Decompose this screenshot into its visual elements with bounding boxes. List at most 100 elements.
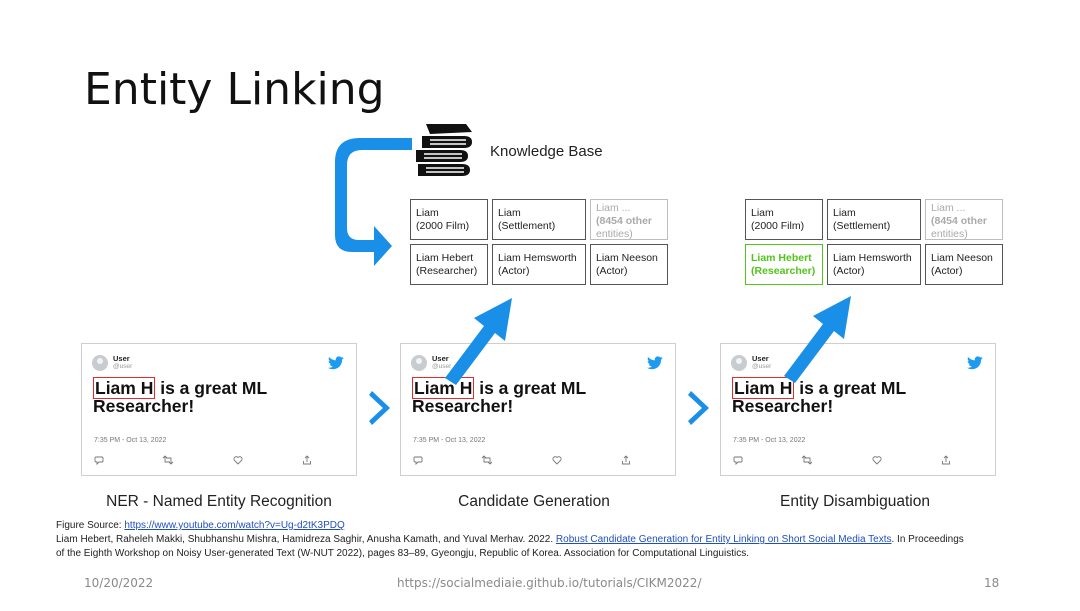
tweet-actions <box>94 455 344 467</box>
tweet-handle: @user <box>752 363 772 370</box>
candidate-cell-more: Liam ... (8454 other entities) <box>590 199 668 240</box>
candidate-name: Liam Hebert <box>751 252 812 264</box>
tweet-username: User <box>752 354 769 363</box>
slide-number: 18 <box>984 576 1000 590</box>
candidate-cell: Liam Hemsworth (Actor) <box>827 244 921 285</box>
chevron-right-icon <box>688 391 709 425</box>
step-label-candidate-generation: Candidate Generation <box>458 493 610 510</box>
citation-venue: . In Proceedings <box>891 534 964 545</box>
tweet-username: User <box>113 354 130 363</box>
chevron-right-icon <box>369 391 390 425</box>
candidate-name: Liam Hemsworth <box>498 252 577 264</box>
citation-authors: Liam Hebert, Raheleh Makki, Shubhanshu M… <box>56 534 556 545</box>
candidate-name: Liam <box>751 207 774 219</box>
candidate-type: entities) <box>931 228 968 240</box>
candidate-name: Liam Hemsworth <box>833 252 912 264</box>
slide-title: Entity Linking <box>84 64 385 115</box>
avatar <box>411 355 427 371</box>
candidate-name: Liam <box>498 207 521 219</box>
candidate-count: (8454 other <box>931 215 988 227</box>
tweet-time: 7:35 PM - Oct 13, 2022 <box>413 437 486 444</box>
candidate-cell: Liam Hebert (Researcher) <box>410 244 488 285</box>
like-icon <box>552 456 562 465</box>
figure-source: Figure Source: https://www.youtube.com/w… <box>56 519 345 533</box>
candidate-name: Liam ... <box>596 202 631 214</box>
tweet-username: User <box>432 354 449 363</box>
retweet-icon <box>162 455 174 465</box>
figure-source-label: Figure Source: <box>56 520 125 531</box>
avatar <box>731 355 747 371</box>
candidate-count: (8454 other <box>596 215 653 227</box>
tweet-handle: @user <box>113 363 133 370</box>
tweet-time: 7:35 PM - Oct 13, 2022 <box>94 437 167 444</box>
tweet-actions <box>733 455 983 467</box>
twitter-bird-icon <box>967 356 983 370</box>
retweet-icon <box>481 455 493 465</box>
candidate-type: (Actor) <box>833 265 865 277</box>
tweet-text-line2: Researcher! <box>93 396 195 416</box>
slide-url: https://socialmediaie.github.io/tutorial… <box>397 576 702 590</box>
candidate-type: entities) <box>596 228 633 240</box>
reply-icon <box>733 456 743 465</box>
candidate-type: (Researcher) <box>416 265 478 277</box>
selected-candidate-cell: Liam Hebert (Researcher) <box>745 244 823 285</box>
candidate-type: (2000 Film) <box>751 220 805 232</box>
candidate-cell: Liam Hemsworth (Actor) <box>492 244 586 285</box>
candidate-cell: Liam (2000 Film) <box>410 199 488 240</box>
step-label-entity-disambiguation: Entity Disambiguation <box>780 493 930 510</box>
candidate-type: (Actor) <box>596 265 628 277</box>
tweet-text-rest: is a great ML <box>474 378 587 398</box>
candidate-cell-more: Liam ... (8454 other entities) <box>925 199 1003 240</box>
avatar <box>92 355 108 371</box>
slide-date: 10/20/2022 <box>84 576 154 590</box>
tweet-text-line2: Researcher! <box>732 396 834 416</box>
candidate-name: Liam ... <box>931 202 966 214</box>
entity-mention: Liam H <box>732 377 795 399</box>
step-label-ner: NER - Named Entity Recognition <box>106 493 332 510</box>
reply-icon <box>413 456 423 465</box>
candidate-cell: Liam (Settlement) <box>827 199 921 240</box>
tweet-time: 7:35 PM - Oct 13, 2022 <box>733 437 806 444</box>
candidate-cell: Liam (Settlement) <box>492 199 586 240</box>
retweet-icon <box>801 455 813 465</box>
citation-venue-line2: of the Eighth Workshop on Noisy User-gen… <box>56 548 749 559</box>
entity-mention: Liam H <box>93 377 156 399</box>
candidate-type: (2000 Film) <box>416 220 470 232</box>
candidate-name: Liam <box>416 207 439 219</box>
citation-paper-link[interactable]: Robust Candidate Generation for Entity L… <box>555 534 892 545</box>
candidate-type: (Actor) <box>931 265 963 277</box>
candidate-name: Liam Neeson <box>931 252 993 264</box>
share-icon <box>303 455 311 465</box>
candidate-name: Liam Hebert <box>416 252 474 264</box>
candidate-type: (Researcher) <box>751 265 816 277</box>
candidate-grid: Liam (2000 Film) Liam (Settlement) Liam … <box>410 199 670 289</box>
candidate-name: Liam <box>833 207 856 219</box>
like-icon <box>233 456 243 465</box>
reply-icon <box>94 456 104 465</box>
citation: Liam Hebert, Raheleh Makki, Shubhanshu M… <box>56 533 1046 561</box>
books-stack-icon <box>416 124 472 176</box>
tweet-text-line2: Researcher! <box>412 396 514 416</box>
knowledge-base-label: Knowledge Base <box>490 143 603 160</box>
tweet-text-rest: is a great ML <box>155 378 268 398</box>
candidate-cell: Liam Neeson (Actor) <box>590 244 668 285</box>
twitter-bird-icon <box>647 356 663 370</box>
candidate-type: (Actor) <box>498 265 530 277</box>
like-icon <box>872 456 882 465</box>
tweet-actions <box>413 455 663 467</box>
candidate-type: (Settlement) <box>833 220 891 232</box>
twitter-bird-icon <box>328 356 344 370</box>
candidate-type: (Settlement) <box>498 220 556 232</box>
candidate-name: Liam Neeson <box>596 252 658 264</box>
figure-source-link[interactable]: https://www.youtube.com/watch?v=Ug-d2tK3… <box>124 520 345 531</box>
kb-curved-arrow <box>335 138 412 266</box>
candidate-cell: Liam (2000 Film) <box>745 199 823 240</box>
candidate-cell: Liam Neeson (Actor) <box>925 244 1003 285</box>
share-icon <box>622 455 630 465</box>
disambiguation-grid: Liam (2000 Film) Liam (Settlement) Liam … <box>745 199 1005 289</box>
